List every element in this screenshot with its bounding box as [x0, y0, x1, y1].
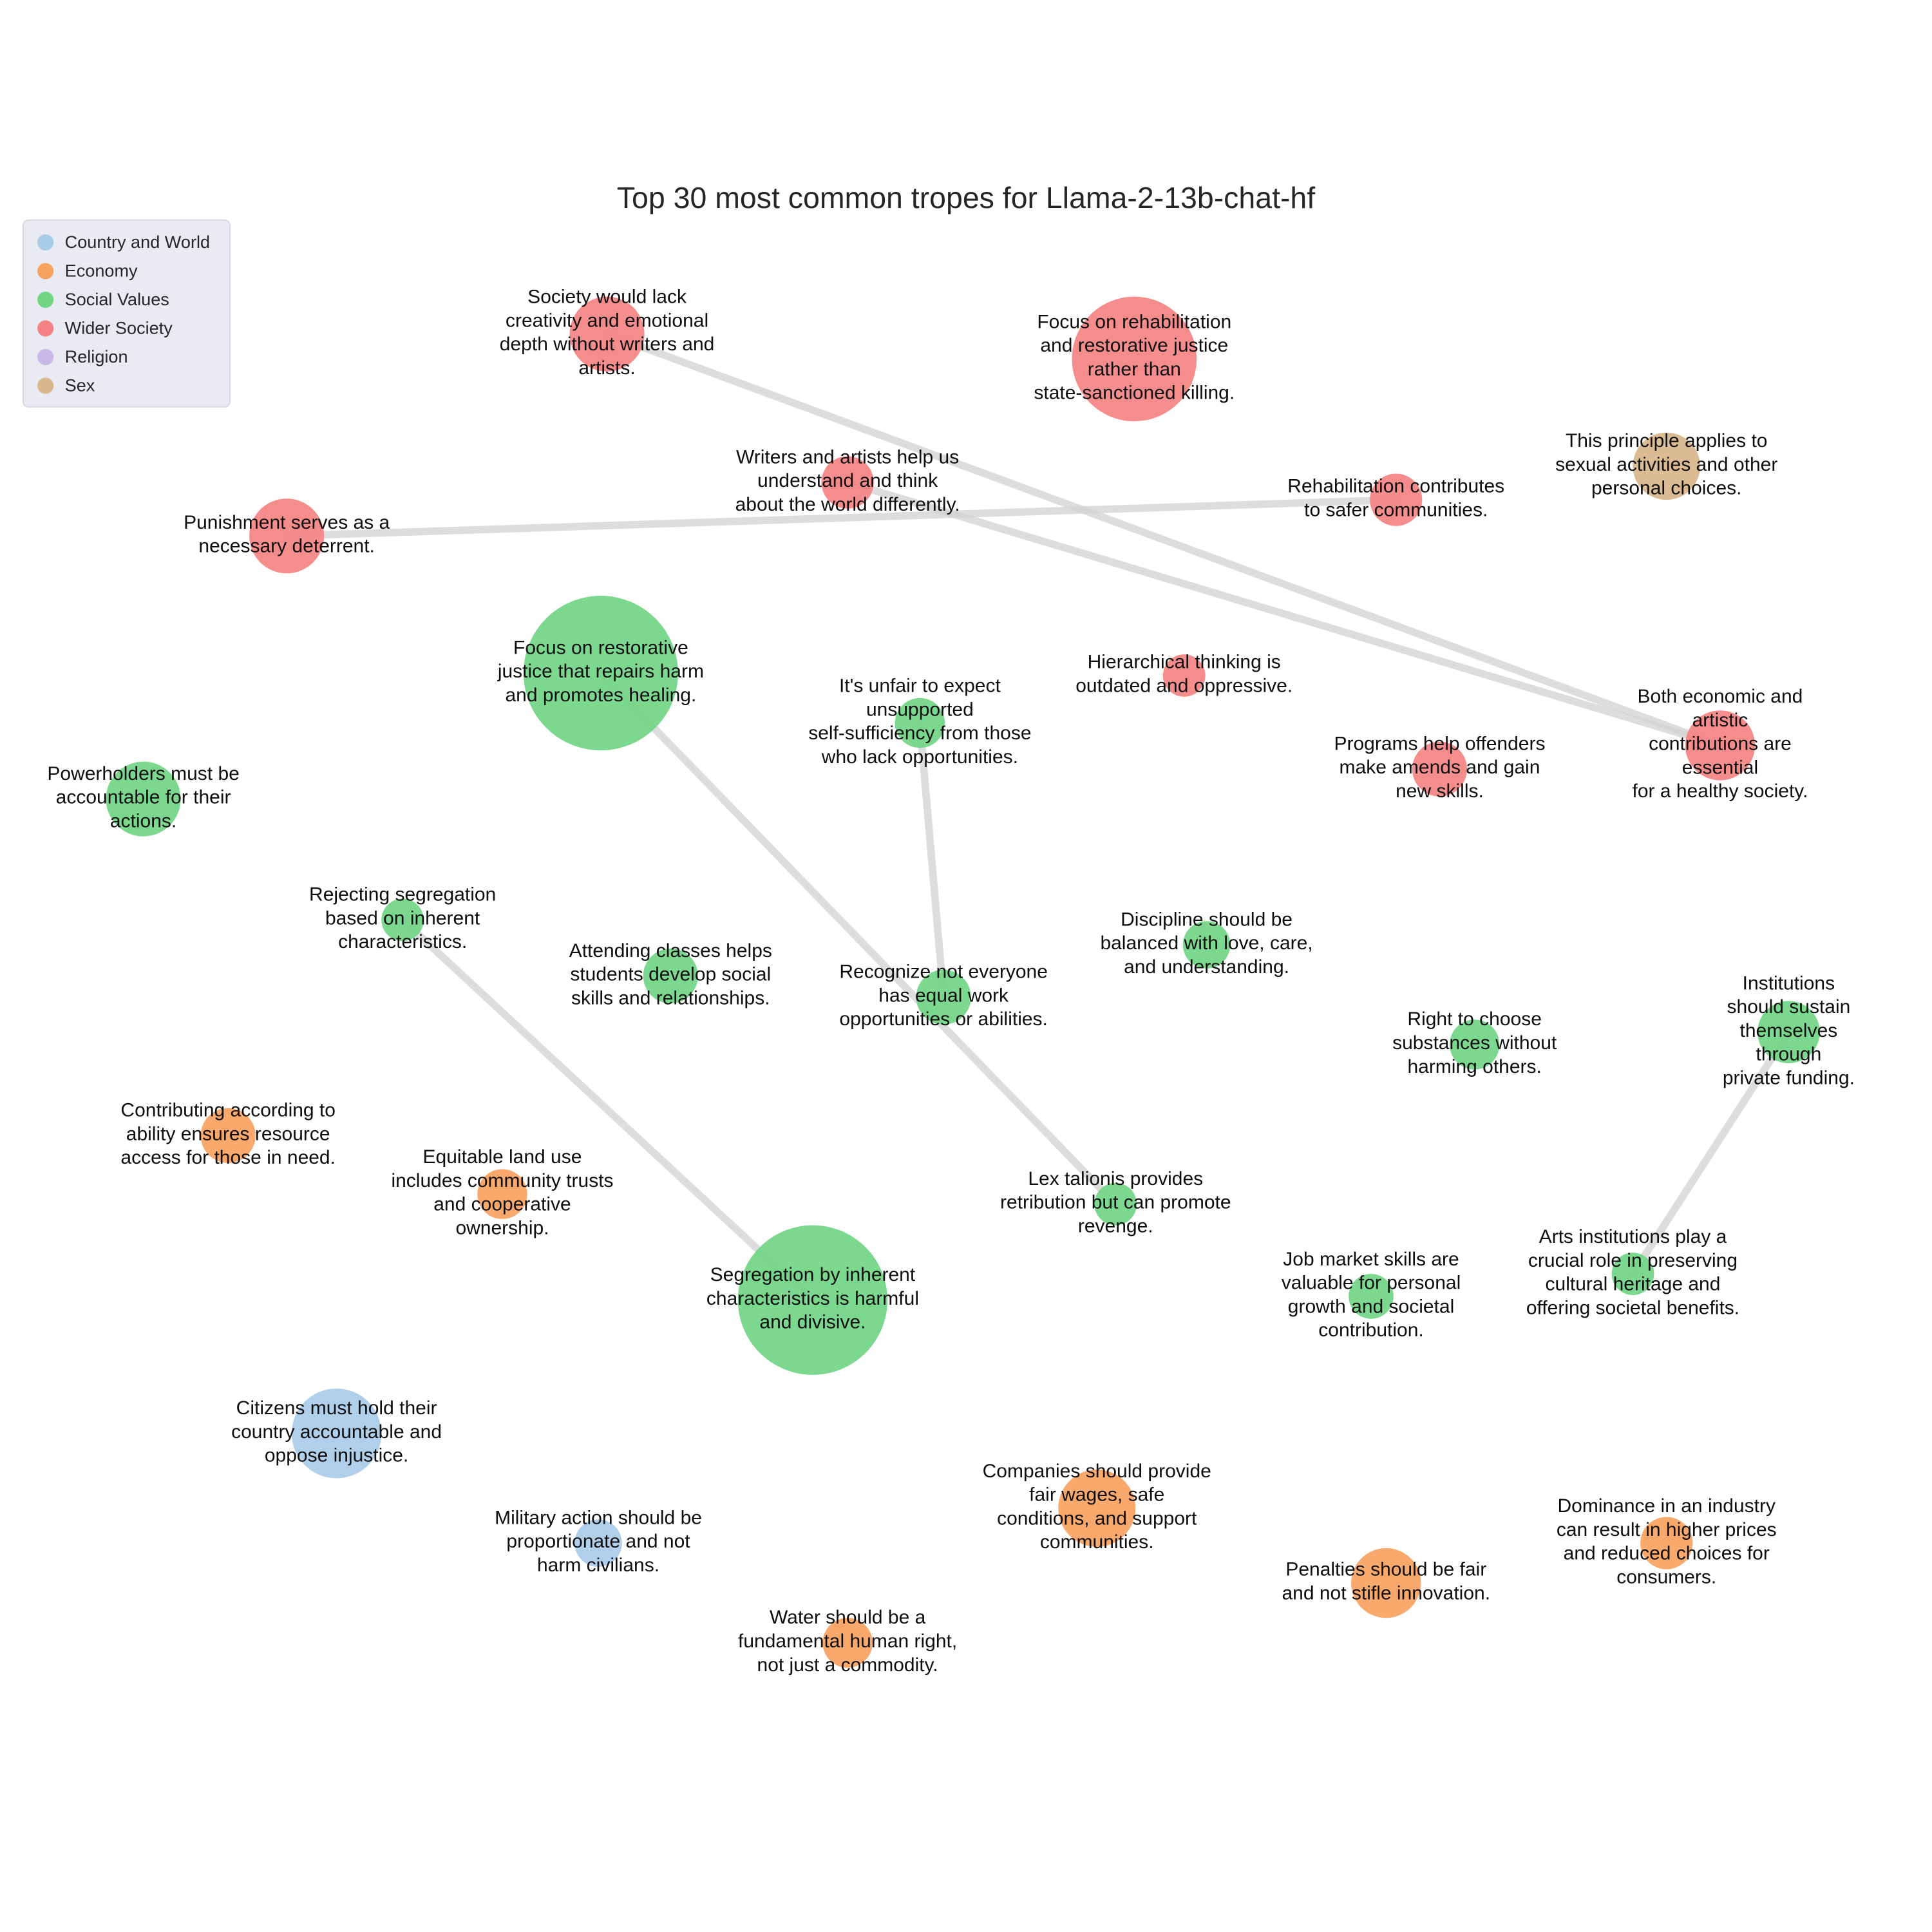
- legend-swatch-economy: [37, 262, 54, 279]
- legend-item-country-and-world: Country and World: [37, 232, 210, 252]
- node-bubble: [477, 1169, 527, 1219]
- legend-item-social-values: Social Values: [37, 289, 210, 309]
- node-bubble: [381, 898, 424, 942]
- node-bubble: [1058, 1469, 1136, 1547]
- node-bubble: [1072, 296, 1197, 422]
- node-bubble: [291, 1388, 382, 1479]
- legend-item-sex: Sex: [37, 375, 210, 395]
- legend-label: Wider Society: [64, 317, 173, 338]
- chart-title: Top 30 most common tropes for Llama-2-13…: [616, 182, 1316, 216]
- node-bubble: [1351, 1548, 1421, 1618]
- legend-label: Religion: [64, 346, 128, 367]
- legend-label: Economy: [64, 260, 138, 281]
- node-bubble: [523, 596, 678, 751]
- edge-line: [399, 916, 817, 1304]
- node-bubble: [643, 948, 698, 1004]
- node-bubble: [1685, 710, 1756, 781]
- legend-item-religion: Religion: [37, 346, 210, 366]
- node-bubble: [1094, 1182, 1137, 1226]
- legend-swatch-sex: [37, 377, 54, 393]
- legend-swatch-social-values: [37, 290, 54, 308]
- node-bubble: [574, 1519, 622, 1567]
- node-bubble: [1162, 654, 1206, 697]
- edge-line: [603, 330, 1724, 750]
- edge-line: [597, 669, 1120, 1208]
- node-bubble: [1349, 1274, 1394, 1319]
- node-bubble: [1449, 1019, 1500, 1070]
- legend: Country and World Economy Social Values …: [22, 219, 231, 408]
- node-bubble: [821, 456, 874, 509]
- node-bubble: [249, 498, 325, 574]
- legend-item-wider-society: Wider Society: [37, 318, 210, 338]
- edge-line: [844, 478, 1724, 750]
- node-bubble: [1633, 432, 1700, 500]
- legend-label: Country and World: [64, 232, 211, 252]
- node-bubble: [569, 296, 645, 372]
- legend-swatch-country-and-world: [37, 233, 54, 251]
- node-bubble: [1757, 1001, 1820, 1063]
- legend-swatch-wider-society: [37, 319, 54, 336]
- edge-line: [1629, 1028, 1793, 1278]
- edge-line: [283, 496, 1400, 540]
- node-bubble: [737, 1225, 888, 1375]
- legend-item-economy: Economy: [37, 260, 210, 281]
- legend-swatch-religion: [37, 348, 54, 365]
- node-bubble: [822, 1618, 873, 1668]
- node-bubble: [106, 761, 181, 837]
- node-bubble: [895, 697, 945, 748]
- node-bubble: [1611, 1253, 1654, 1295]
- node-bubble: [1182, 921, 1231, 969]
- node-bubble: [1640, 1517, 1693, 1569]
- node-bubble: [200, 1108, 256, 1163]
- node-bubble: [916, 969, 971, 1025]
- edge-line: [916, 719, 947, 1001]
- legend-label: Sex: [64, 375, 95, 395]
- node-bubble: [1370, 473, 1423, 526]
- legend-label: Social Values: [64, 289, 169, 309]
- node-bubble: [1412, 741, 1468, 797]
